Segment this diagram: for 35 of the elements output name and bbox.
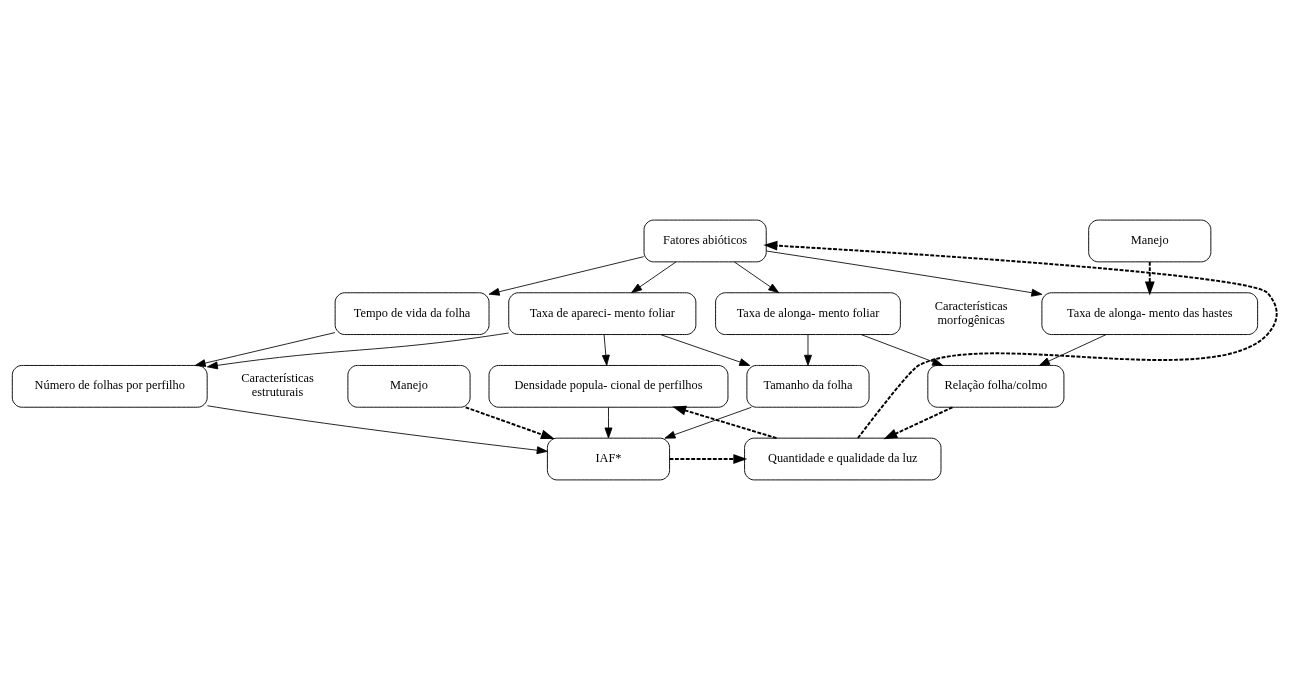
arrow	[601, 333, 610, 366]
node-box: Taxa de alonga- mento das hastes	[1041, 291, 1259, 335]
arrow	[733, 261, 780, 293]
arrow	[860, 333, 944, 366]
node-box: Fatores abióticos	[643, 219, 767, 262]
node-box: Tempo de vida da folha	[334, 291, 490, 335]
arrow	[664, 406, 752, 439]
arrow	[765, 250, 1043, 297]
arrow	[1144, 260, 1155, 296]
node-box: Taxa de alonga- mento foliar	[715, 291, 901, 335]
node-box: Manejo	[347, 364, 471, 408]
node-box: IAF*	[546, 437, 671, 480]
node-box: Relação folha/colmo	[927, 364, 1065, 408]
label: Características morfogênicas	[934, 298, 1008, 327]
arrow	[660, 333, 751, 366]
arrow	[604, 406, 613, 438]
arrow	[883, 405, 954, 439]
node-box: Quantidade e qualidade da luz	[744, 437, 942, 480]
arrow	[194, 331, 336, 367]
arrow	[631, 261, 677, 293]
label: Características estruturais	[241, 370, 314, 399]
arrow	[488, 255, 645, 296]
node-box: Taxa de apareci- mento foliar	[508, 291, 697, 335]
node-box: Tamanho da folha	[746, 364, 870, 408]
arrow	[672, 405, 778, 439]
arrow	[464, 405, 555, 439]
arrow	[763, 240, 1278, 439]
arrow	[668, 453, 748, 464]
node-box: Manejo	[1088, 219, 1212, 262]
arrow	[206, 404, 548, 454]
node-box: Número de folhas por perfilho	[11, 364, 208, 408]
arrow	[206, 332, 510, 369]
node-box: Densidade popula- cional de perfilhos	[488, 364, 729, 408]
arrow	[804, 333, 812, 366]
arrow	[1039, 333, 1107, 366]
